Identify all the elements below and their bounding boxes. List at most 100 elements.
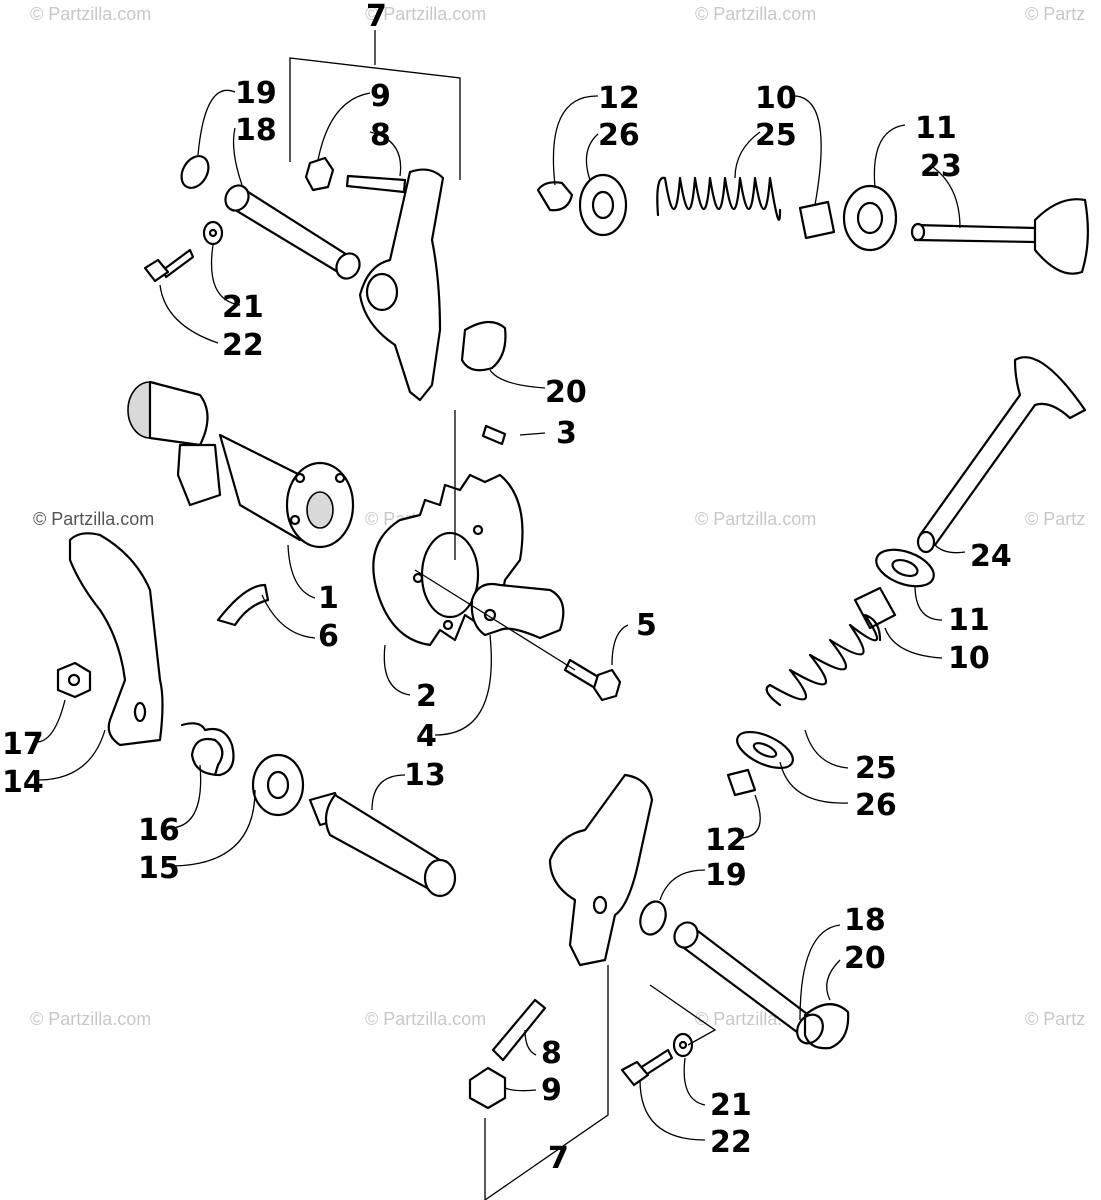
bracket-shaft [649, 984, 717, 1046]
leader-11-top [873, 124, 906, 189]
bolt-22-top [143, 248, 195, 283]
bolt-22-bot [620, 1048, 674, 1087]
nut-9-top [304, 156, 335, 192]
leader-23 [929, 164, 961, 229]
leader-24 [934, 544, 966, 554]
leader-2 [383, 644, 411, 696]
part-label-17: 17 [2, 727, 44, 762]
part-label-9: 9 [541, 1073, 562, 1108]
leader-19-top [197, 89, 236, 156]
part-label-23: 23 [920, 149, 962, 184]
leader-5 [611, 624, 629, 666]
leader-20-top [489, 369, 546, 389]
spring-16 [180, 722, 235, 777]
part-label-18: 18 [844, 903, 886, 938]
leader-8-top [369, 131, 402, 177]
retainer-26-top [578, 173, 628, 237]
leader-22-bot [639, 1079, 706, 1141]
washer-hole [208, 228, 218, 238]
leader-18-bot [799, 924, 841, 1021]
retainer-26-mid [736, 730, 794, 770]
part-label-11: 11 [915, 111, 957, 146]
rocker-bore [592, 895, 608, 915]
plate-4 [470, 582, 565, 640]
spring-seat-11-top [842, 184, 898, 252]
seal-10-top [798, 200, 836, 240]
leader-20-bot [826, 959, 841, 1001]
spring-25-top [656, 176, 782, 221]
watermark: © Partzilla.com [365, 4, 486, 24]
watermark: © Partzilla.com [30, 4, 151, 24]
valve-assembly-bottom: 24 11 10 25 26 12 [705, 356, 1087, 858]
sprocket-hole [442, 619, 454, 631]
seal-10-mid [853, 586, 897, 630]
sprocket-2 [372, 473, 524, 647]
part-label-20: 20 [844, 941, 886, 976]
washer-15 [251, 753, 305, 817]
part-label-21: 21 [222, 290, 264, 325]
sprocket-hole [472, 524, 484, 536]
watermark: © Partzilla.com [695, 4, 816, 24]
part-label-14: 14 [2, 765, 44, 800]
seat-hole [856, 201, 884, 235]
bracket-7-bot [484, 965, 609, 1200]
part-label-1: 1 [318, 581, 339, 616]
leader-12-mid [741, 794, 761, 839]
part-label-25: 25 [755, 118, 797, 153]
camshaft-assembly: 3 1 6 5 2 4 [127, 380, 657, 754]
watermark: © Partzilla.com [33, 509, 154, 529]
pin-3 [481, 424, 507, 446]
o-ring-19-bot [639, 900, 667, 936]
leader-15 [171, 789, 256, 867]
rocker-arm-assembly-top: 7 9 8 19 18 21 22 20 [143, 0, 587, 410]
keeper-12-top [536, 181, 574, 212]
part-label-5: 5 [636, 608, 657, 643]
nut-9-bot [468, 1066, 507, 1110]
leader-6 [261, 594, 316, 639]
leader-9-top [317, 92, 371, 161]
part-label-2: 2 [416, 679, 437, 714]
part-label-18: 18 [235, 113, 277, 148]
part-label-9: 9 [370, 79, 391, 114]
screw-8-top [345, 174, 407, 194]
leader-16 [171, 764, 202, 829]
leader-25-mid [804, 729, 849, 769]
part-label-6: 6 [318, 619, 339, 654]
washer-21-top [202, 220, 224, 246]
leader-26-top [585, 133, 599, 181]
bracket-7-top [289, 30, 461, 180]
screw-8-bot [491, 998, 547, 1062]
watermark: © Partzilla.com [695, 509, 816, 529]
decompressor-assembly: 17 14 16 15 13 [2, 532, 457, 898]
leader-3 [519, 432, 546, 436]
shaft-13 [308, 791, 457, 898]
part-label-19: 19 [705, 858, 747, 893]
part-label-8: 8 [370, 118, 391, 153]
part-label-24: 24 [970, 539, 1012, 574]
part-label-3: 3 [556, 416, 577, 451]
seat-hole [891, 558, 919, 578]
leader-21-bot [683, 1057, 706, 1106]
part-label-7: 7 [548, 1141, 569, 1176]
leader-10-mid [884, 627, 943, 659]
leader-19-bot [659, 869, 706, 901]
watermark: © Partz [1025, 1009, 1085, 1029]
part-label-4: 4 [416, 719, 437, 754]
leader-14 [37, 729, 106, 781]
valve-23 [910, 198, 1089, 275]
part-label-26: 26 [598, 118, 640, 153]
valve-assembly-top: 12 26 10 25 11 23 [536, 81, 1089, 275]
o-ring-19-top [180, 155, 210, 189]
part-label-22: 22 [710, 1125, 752, 1160]
leader-22-top [159, 284, 219, 344]
leader-25-top [734, 131, 761, 179]
washer-21-bot [672, 1032, 694, 1058]
leader-10-top [789, 95, 822, 206]
bolt-5 [563, 658, 622, 702]
leader-18-top [232, 127, 243, 186]
part-label-22: 22 [222, 328, 264, 363]
valve-24 [916, 356, 1087, 554]
gasket-20-bot [803, 1003, 850, 1050]
part-label-13: 13 [404, 758, 446, 793]
leader-17 [37, 699, 66, 743]
